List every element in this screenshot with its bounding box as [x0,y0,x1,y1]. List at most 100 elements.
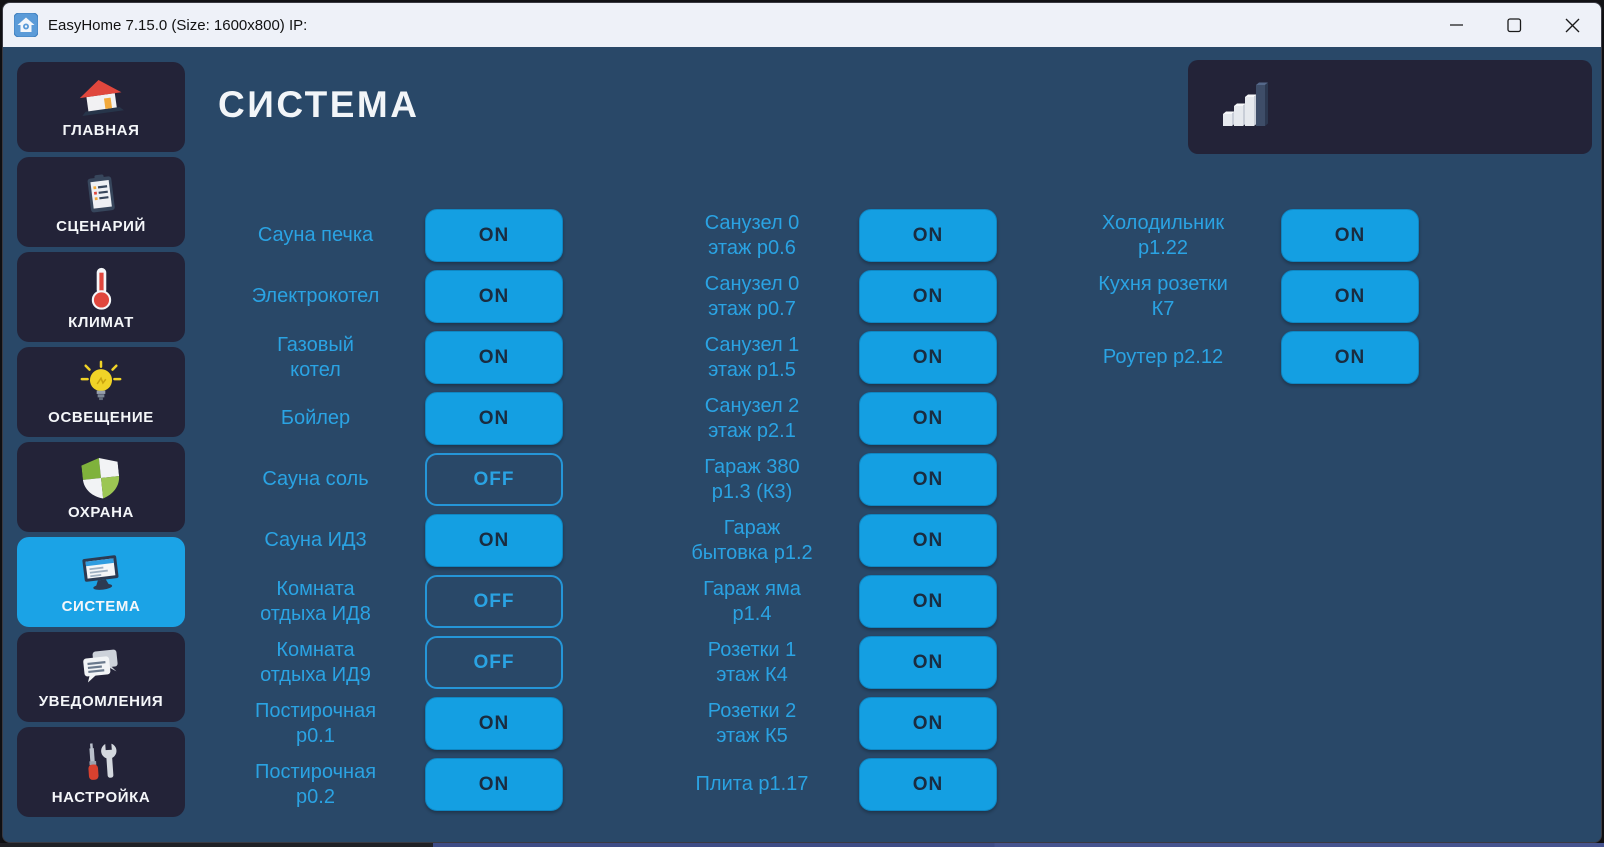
maximize-icon [1507,18,1522,33]
switch-label: Розетки 1 этаж К4 [707,638,797,686]
switch-button[interactable]: ON [859,758,997,811]
switch-row: Гараж бытовка р1.2 ON [657,510,997,571]
switch-label: Санузел 0 этаж р0.7 [704,272,800,320]
switch-label: Санузел 1 этаж р1.5 [704,333,800,381]
sidebar-item-label: СЦЕНАРИЙ [56,218,146,235]
switch-row: Сауна соль OFF [218,449,563,510]
switch-row: Гараж 380 р1.3 (К3) ON [657,449,997,510]
switch-label: Санузел 0 этаж р0.6 [704,211,800,259]
switch-row: Санузел 1 этаж р1.5 ON [657,327,997,388]
close-button[interactable] [1543,3,1601,47]
status-panel [1188,60,1592,154]
sidebar-item-climate[interactable]: КЛИМАТ [17,252,185,342]
switch-label: Постирочная р0.1 [254,699,377,747]
switch-button[interactable]: ON [859,636,997,689]
close-icon [1565,18,1580,33]
switch-row: Газовый котел ON [218,327,563,388]
switch-label: Газовый котел [277,333,354,381]
minimize-icon [1450,24,1463,26]
switch-button[interactable]: ON [425,270,563,323]
switch-row: Электрокотел ON [218,266,563,327]
sidebar-item-label: КЛИМАТ [68,314,134,331]
switch-button[interactable]: ON [1281,209,1419,262]
chat-bubbles-icon [83,649,118,683]
switch-row: Постирочная р0.2 ON [218,754,563,815]
title-bar: EasyHome 7.15.0 (Size: 1600x800) IP: [3,3,1601,47]
switch-button[interactable]: ON [859,331,997,384]
switch-label: Постирочная р0.2 [254,760,377,808]
switch-label: Гараж бытовка р1.2 [691,516,813,564]
house-icon [79,80,124,117]
clipboard-icon [87,174,115,213]
switch-button[interactable]: ON [859,453,997,506]
signal-bars-icon [1223,82,1268,126]
sidebar-item-system[interactable]: СИСТЕМА [17,537,185,627]
switch-row: Бойлер ON [218,388,563,449]
switch-button[interactable]: ON [425,392,563,445]
sidebar-item-security[interactable]: ОХРАНА [17,442,185,532]
switch-button[interactable]: ON [425,697,563,750]
switch-label: Сауна ИД3 [264,529,367,551]
switch-row: Розетки 2 этаж К5 ON [657,693,997,754]
thermometer-icon [91,267,112,310]
page-title: СИСТЕМА [218,84,420,125]
switch-label: Холодильник р1.22 [1101,211,1225,259]
switch-label: Комната отдыха ИД8 [260,577,371,625]
switch-row: Санузел 0 этаж р0.7 ON [657,266,997,327]
switch-row: Санузел 0 этаж р0.6 ON [657,205,997,266]
sidebar-item-home[interactable]: ГЛАВНАЯ [17,62,185,152]
switch-button[interactable]: ON [1281,270,1419,323]
maximize-button[interactable] [1485,3,1543,47]
sidebar-item-notifications[interactable]: УВЕДОМЛЕНИЯ [17,632,185,722]
switch-button[interactable]: ON [859,697,997,750]
switch-label: Розетки 2 этаж К5 [707,699,797,747]
sidebar-item-label: ГЛАВНАЯ [62,122,140,139]
switch-label: Гараж яма р1.4 [703,577,801,625]
switch-button[interactable]: ON [859,209,997,262]
switch-button[interactable]: OFF [425,636,563,689]
switch-button[interactable]: ON [859,270,997,323]
switch-row: Роутер р2.12 ON [1057,327,1419,388]
switch-label: Сауна соль [262,468,369,490]
sidebar-item-label: УВЕДОМЛЕНИЯ [38,693,164,710]
easyhome-house-icon [14,13,38,37]
sidebar-item-label: НАСТРОЙКА [51,789,151,806]
switch-label: Роутер р2.12 [1102,346,1224,368]
switch-button[interactable]: ON [1281,331,1419,384]
sidebar-item-scenario[interactable]: СЦЕНАРИЙ [17,157,185,247]
sidebar-item-label: ОХРАНА [68,504,134,521]
switch-button[interactable]: ON [859,514,997,567]
switch-button[interactable]: ON [859,392,997,445]
shield-icon [80,456,122,501]
switch-row: Холодильник р1.22 ON [1057,205,1419,266]
monitor-icon [82,555,119,590]
minimize-button[interactable] [1427,3,1485,47]
light-bulb-icon [80,360,122,401]
switch-button[interactable]: OFF [425,575,563,628]
switch-button[interactable]: ON [425,331,563,384]
switch-button[interactable]: ON [425,514,563,567]
switch-row: Постирочная р0.1 ON [218,693,563,754]
switch-button[interactable]: ON [859,575,997,628]
sidebar-item-lighting[interactable]: ОСВЕЩЕНИЕ [17,347,185,437]
sidebar-item-label: ОСВЕЩЕНИЕ [48,409,154,426]
switch-label: Бойлер [280,407,351,429]
sidebar: ГЛАВНАЯ [17,62,185,817]
switch-label: Электрокотел [251,285,380,307]
switch-row: Комната отдыха ИД8 OFF [218,571,563,632]
switch-button[interactable]: ON [425,758,563,811]
switch-button[interactable]: OFF [425,453,563,506]
taskbar-sliver [0,843,1604,847]
switch-button[interactable]: ON [425,209,563,262]
switch-label: Гараж 380 р1.3 (К3) [704,455,800,503]
switch-label: Плита р1.17 [695,773,809,795]
sidebar-item-settings[interactable]: НАСТРОЙКА [17,727,185,817]
